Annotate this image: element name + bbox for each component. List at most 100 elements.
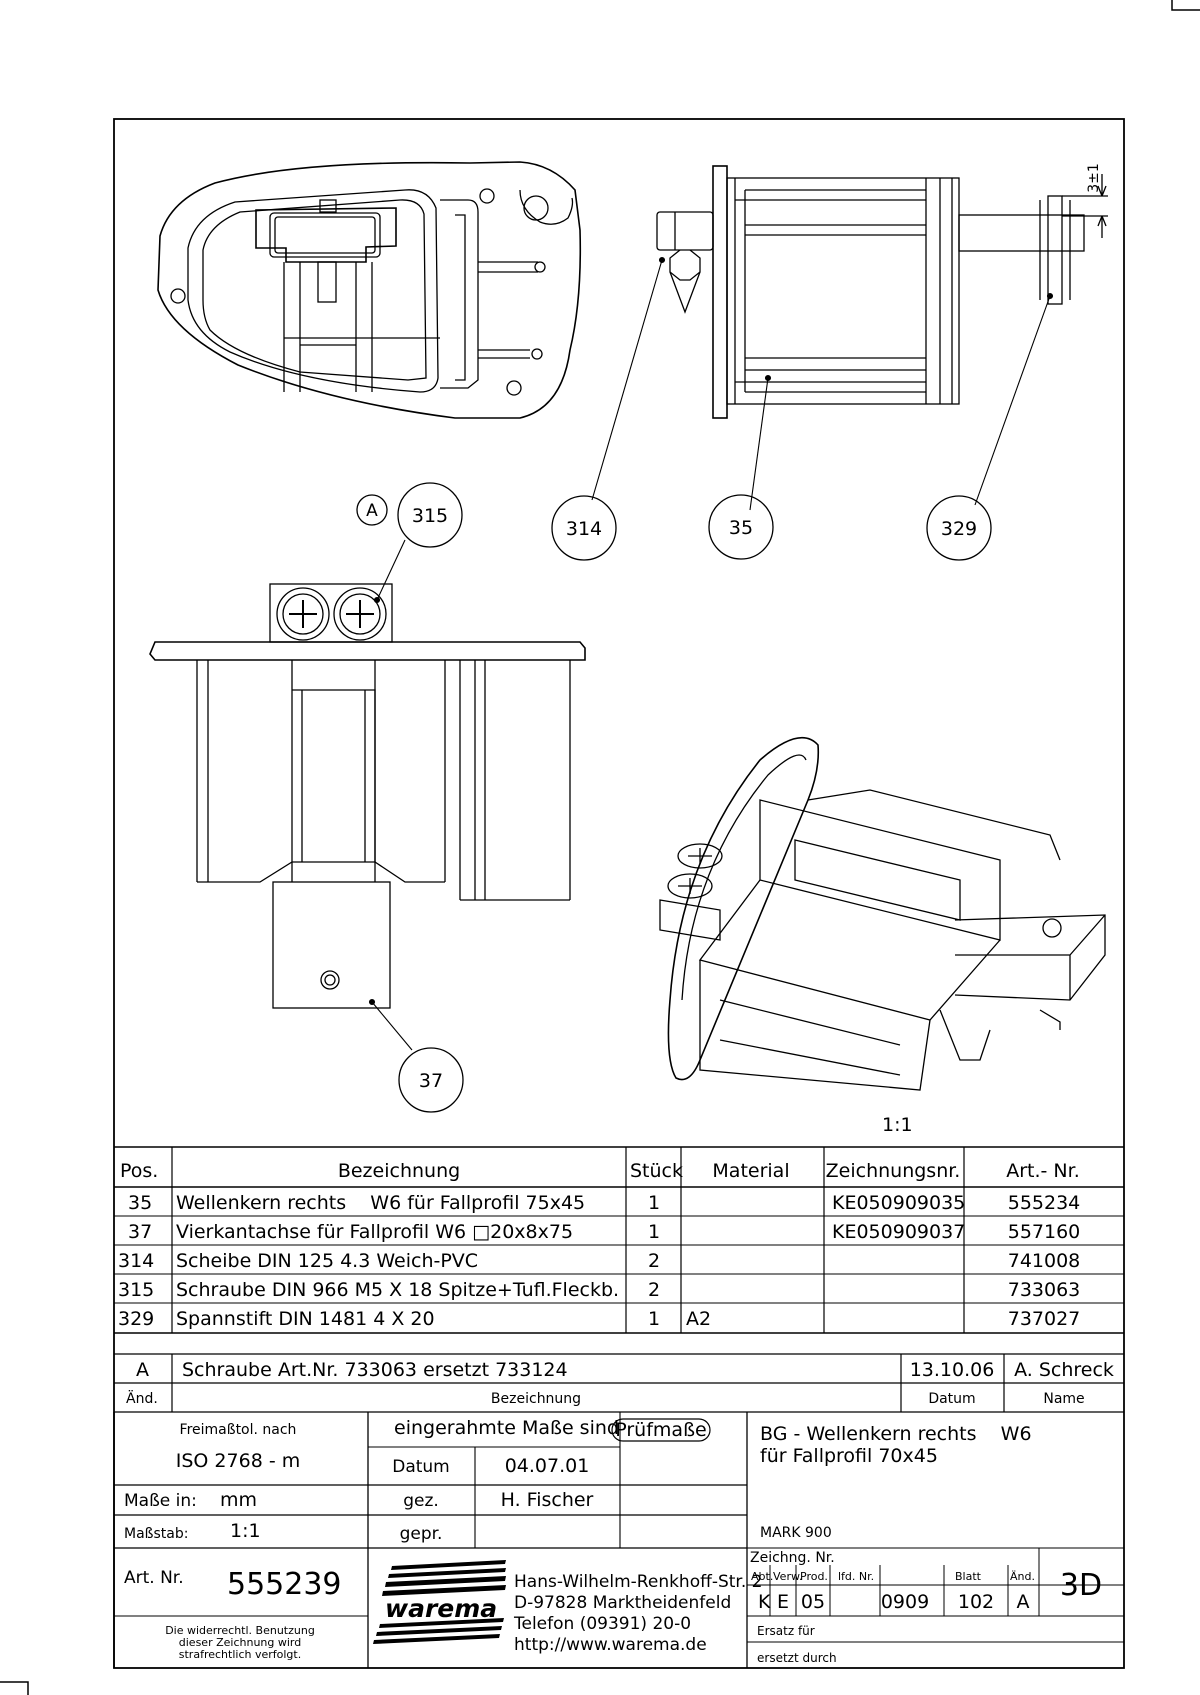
revision-name: A. Schreck — [1014, 1359, 1114, 1381]
svg-text:733063: 733063 — [1008, 1279, 1081, 1301]
svg-text:gez.: gez. — [403, 1491, 439, 1511]
corner-mark-bottom-left — [0, 1681, 29, 1695]
svg-text:strafrechtlich verfolgt.: strafrechtlich verfolgt. — [179, 1648, 301, 1661]
svg-text:Art. Nr.: Art. Nr. — [124, 1568, 184, 1588]
svg-text:102: 102 — [958, 1591, 994, 1613]
format-label: 3D — [1060, 1568, 1102, 1603]
svg-text:dieser Zeichnung wird: dieser Zeichnung wird — [179, 1636, 301, 1649]
drawing-title-line2: für Fallprofil 70x45 — [760, 1445, 938, 1467]
svg-text:05: 05 — [801, 1591, 825, 1613]
table-row: 315 Schraube DIN 966 M5 X 18 Spitze+Tufl… — [118, 1279, 1080, 1301]
svg-text:37: 37 — [419, 1070, 443, 1092]
svg-text:K: K — [758, 1591, 771, 1613]
svg-text:http://www.warema.de: http://www.warema.de — [514, 1635, 707, 1655]
svg-text:Bezeichnung: Bezeichnung — [491, 1391, 581, 1407]
col-material: Material — [712, 1160, 789, 1182]
table-row: 37 Vierkantachse für Fallprofil W6 □20x8… — [128, 1221, 1080, 1243]
col-bezeichnung: Bezeichnung — [338, 1160, 460, 1182]
svg-text:1: 1 — [648, 1221, 660, 1243]
table-row: 314 Scheibe DIN 125 4.3 Weich-PVC 2 7410… — [118, 1250, 1080, 1272]
svg-text:329: 329 — [118, 1308, 154, 1330]
svg-text:E: E — [777, 1591, 789, 1613]
balloon-detail-a: A — [356, 494, 388, 526]
svg-text:314: 314 — [566, 518, 602, 540]
warema-logo: warema — [373, 1560, 506, 1644]
tolerance-label: Freimaßtol. nach — [180, 1422, 297, 1438]
table-row: 329 Spannstift DIN 1481 4 X 20 1 A2 7370… — [118, 1308, 1080, 1330]
svg-text:35: 35 — [128, 1192, 152, 1214]
svg-text:Spannstift DIN 1481 4 X 20: Spannstift DIN 1481 4 X 20 — [176, 1308, 435, 1330]
screw-head-left — [276, 587, 330, 641]
col-pos: Pos. — [120, 1160, 158, 1182]
svg-text:Prod.: Prod. — [800, 1570, 828, 1583]
svg-text:Datum: Datum — [392, 1457, 450, 1477]
svg-text:gepr.: gepr. — [400, 1524, 443, 1544]
isometric-view: 1:1 — [659, 736, 1106, 1136]
svg-text:315: 315 — [412, 505, 448, 527]
revision-mark: A — [136, 1359, 149, 1381]
svg-text:Die widerrechtl. Benutzung: Die widerrechtl. Benutzung — [165, 1624, 315, 1637]
svg-text:Maßstab:: Maßstab: — [124, 1526, 188, 1542]
svg-text:lfd. Nr.: lfd. Nr. — [838, 1570, 874, 1583]
svg-text:Hans-Wilhelm-Renkhoff-Str. 2: Hans-Wilhelm-Renkhoff-Str. 2 — [514, 1572, 762, 1592]
svg-text:Abt.: Abt. — [751, 1570, 773, 1583]
article-number: 555239 — [227, 1567, 342, 1602]
framed-value: Prüfmaße — [615, 1419, 706, 1441]
logo-wordmark: warema — [385, 1594, 497, 1623]
svg-text:1: 1 — [648, 1308, 660, 1330]
svg-text:1: 1 — [648, 1192, 660, 1214]
revision-date: 13.10.06 — [910, 1359, 995, 1381]
parts-table-rows: 35 Wellenkern rechts W6 für Fallprofil 7… — [118, 1192, 1080, 1330]
svg-text:741008: 741008 — [1008, 1250, 1081, 1272]
parts-table-header: Pos. Bezeichnung Stück Material Zeichnun… — [120, 1160, 1080, 1182]
svg-text:Maße in:: Maße in: — [124, 1491, 197, 1511]
svg-text:Scheibe DIN 125 4.3 Weich-PVC: Scheibe DIN 125 4.3 Weich-PVC — [176, 1250, 478, 1272]
front-view — [157, 161, 582, 419]
screw-head-right — [333, 587, 387, 641]
svg-text:Vierkantachse für Fallprofil W: Vierkantachse für Fallprofil W6 □20x8x75 — [176, 1221, 573, 1243]
svg-text:Datum: Datum — [928, 1391, 975, 1407]
framed-label: eingerahmte Maße sind — [394, 1417, 619, 1439]
title-block-grid — [113, 1412, 1124, 1668]
leaders — [368, 256, 1054, 1051]
drawing-title-line1: BG - Wellenkern rechts W6 — [760, 1423, 1032, 1445]
svg-text:A: A — [1017, 1591, 1030, 1613]
revision-description: Schraube Art.Nr. 733063 ersetzt 733124 — [182, 1359, 568, 1381]
svg-text:555234: 555234 — [1008, 1192, 1081, 1214]
svg-text:mm: mm — [220, 1489, 257, 1511]
svg-text:315: 315 — [118, 1279, 154, 1301]
svg-text:0909: 0909 — [881, 1591, 929, 1613]
svg-text:KE050909035: KE050909035 — [832, 1192, 965, 1214]
svg-text:35: 35 — [729, 517, 753, 539]
svg-text:Blatt: Blatt — [955, 1570, 982, 1583]
svg-text:737027: 737027 — [1008, 1308, 1081, 1330]
svg-text:Änd.: Änd. — [126, 1389, 158, 1407]
svg-text:Verw.: Verw. — [773, 1570, 802, 1583]
square-axle — [272, 881, 391, 1009]
svg-text:ersetzt durch: ersetzt durch — [757, 1651, 837, 1665]
svg-text:Änd.: Änd. — [1010, 1570, 1035, 1583]
top-view — [149, 583, 586, 1009]
side-view: 3±1 — [656, 163, 1108, 419]
svg-text:A2: A2 — [686, 1308, 711, 1330]
col-art-nr: Art.- Nr. — [1006, 1160, 1080, 1182]
svg-text:Zeichng. Nr.: Zeichng. Nr. — [750, 1550, 835, 1566]
drawn-by: H. Fischer — [501, 1489, 594, 1511]
svg-text:2: 2 — [648, 1279, 660, 1301]
svg-text:Ersatz für: Ersatz für — [757, 1624, 815, 1638]
svg-text:1:1: 1:1 — [230, 1520, 261, 1542]
svg-text:329: 329 — [941, 518, 977, 540]
svg-text:KE050909037: KE050909037 — [832, 1221, 965, 1243]
svg-text:2: 2 — [648, 1250, 660, 1272]
svg-text:314: 314 — [118, 1250, 154, 1272]
balloon-35: 35 — [708, 494, 774, 560]
dimension-text: 3±1 — [1086, 163, 1102, 193]
table-row: 35 Wellenkern rechts W6 für Fallprofil 7… — [128, 1192, 1080, 1214]
balloon-315: 315 — [397, 482, 463, 548]
datum-value: 04.07.01 — [505, 1455, 590, 1477]
revision-block — [114, 1353, 1124, 1413]
svg-text:37: 37 — [128, 1221, 152, 1243]
col-zeichnungsnr: Zeichnungsnr. — [826, 1160, 961, 1182]
svg-text:A: A — [366, 501, 378, 521]
